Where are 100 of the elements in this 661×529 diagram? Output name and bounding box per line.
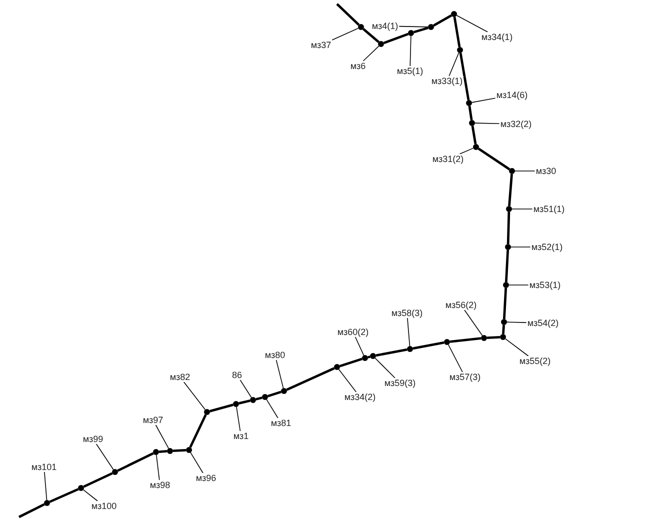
route-line — [158, 450, 168, 453]
junction-dot — [281, 388, 287, 394]
route-line — [459, 52, 470, 100]
point-label: мз30 — [534, 166, 558, 176]
junction-dot — [112, 469, 118, 475]
point-label: мз1 — [232, 431, 250, 441]
point-label: 86 — [231, 370, 243, 380]
route-line — [468, 106, 473, 120]
junction-dot — [466, 100, 472, 106]
point-label: мз80 — [264, 350, 286, 360]
point-label: мз59(3) — [383, 378, 417, 388]
junction-dot — [370, 353, 376, 359]
junction-dot — [153, 449, 159, 455]
point-label: мз54(2) — [526, 318, 560, 328]
junction-dot — [506, 206, 512, 212]
point-label: мз5(1) — [396, 66, 424, 76]
junction-dot — [362, 355, 368, 361]
leader-line — [354, 336, 364, 356]
point-label: мз81 — [270, 418, 292, 428]
route-line — [83, 472, 113, 488]
junction-dot — [457, 47, 463, 53]
route-line — [502, 324, 505, 334]
junction-dot — [407, 346, 413, 352]
point-label: мз32(2) — [499, 119, 533, 129]
leader-line — [183, 382, 206, 410]
route-line — [504, 250, 510, 282]
leader-line — [155, 424, 169, 449]
leader-line — [276, 360, 284, 388]
point-label: мз100 — [90, 501, 118, 511]
point-label: мз14(6) — [495, 90, 529, 100]
point-label: мз37 — [310, 40, 332, 50]
route-line — [210, 404, 234, 412]
leader-line — [505, 338, 529, 356]
point-label: мз34(1) — [480, 32, 514, 42]
leader-line — [190, 452, 204, 474]
junction-dot — [428, 24, 434, 30]
junction-dot — [233, 401, 239, 407]
junction-dot — [509, 168, 515, 174]
leader-line — [514, 170, 536, 172]
route-line — [478, 148, 510, 170]
leader-line — [459, 148, 474, 154]
route-line — [189, 414, 207, 448]
point-label: мз34(2) — [343, 392, 377, 402]
route-line — [433, 14, 452, 27]
leader-line — [474, 122, 500, 124]
leader-line — [464, 310, 483, 336]
junction-dot — [334, 364, 340, 370]
point-label: мз6 — [349, 61, 367, 71]
junction-dot — [167, 448, 173, 454]
leader-line — [448, 52, 460, 76]
point-label: мз53(1) — [528, 280, 562, 290]
leader-line — [338, 368, 357, 392]
leader-line — [510, 246, 531, 248]
leader-line — [44, 472, 48, 500]
point-label: мз57(3) — [448, 372, 482, 382]
route-line — [286, 367, 335, 391]
point-label: мз31(2) — [431, 154, 465, 164]
point-label: мз33(1) — [430, 76, 464, 86]
junction-dot — [186, 447, 192, 453]
point-label: мз51(1) — [532, 204, 566, 214]
route-line — [376, 348, 408, 357]
route-line — [117, 452, 154, 472]
junction-dot — [451, 11, 457, 17]
junction-dot — [78, 485, 84, 491]
junction-dot — [444, 339, 450, 345]
leader-line — [508, 284, 529, 286]
leader-line — [96, 444, 114, 470]
leader-line — [240, 380, 252, 398]
leader-line — [407, 318, 410, 346]
route-line — [336, 3, 360, 26]
leader-line — [82, 489, 98, 502]
junction-dot — [262, 394, 268, 400]
junction-dot — [44, 500, 50, 506]
point-label: мз4(1) — [370, 21, 400, 31]
point-label: мз97 — [142, 415, 164, 425]
point-label: мз98 — [148, 480, 172, 490]
leader-line — [512, 208, 533, 210]
leader-line — [266, 399, 278, 418]
leader-line — [362, 46, 380, 62]
junction-dot — [505, 244, 511, 250]
point-label: мз101 — [30, 462, 58, 472]
route-line — [414, 26, 428, 34]
route-line — [471, 126, 477, 144]
leader-line — [472, 98, 496, 103]
route-line — [49, 488, 79, 503]
route-line — [368, 356, 370, 358]
leader-line — [410, 36, 412, 66]
point-label: мз60(2) — [336, 327, 370, 337]
route-line — [502, 288, 508, 320]
junction-dot — [503, 282, 509, 288]
point-label: мз56(2) — [444, 300, 478, 310]
leader-line — [398, 26, 428, 28]
junction-dot — [501, 319, 507, 325]
route-line — [268, 390, 282, 398]
point-label: мз52(1) — [530, 242, 564, 252]
point-label: мз96 — [194, 473, 218, 483]
point-label: мз82 — [168, 372, 192, 382]
route-line — [172, 448, 186, 452]
leader-line — [236, 406, 241, 432]
route-line — [383, 32, 409, 44]
